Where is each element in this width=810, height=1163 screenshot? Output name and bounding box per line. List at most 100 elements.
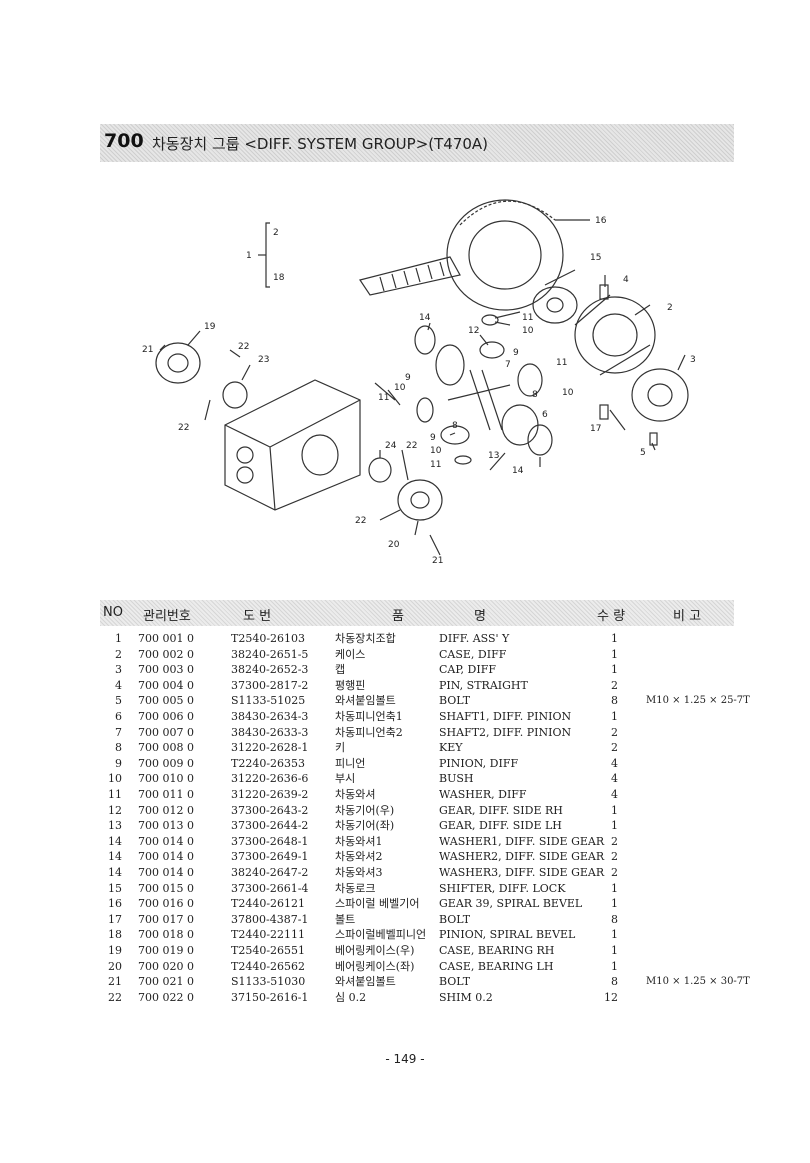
row-drawing: T2440-26121	[231, 897, 306, 911]
svg-text:9: 9	[405, 373, 411, 383]
row-name-en: SHAFT2, DIFF. PINION	[439, 725, 572, 739]
svg-text:2: 2	[667, 303, 673, 313]
row-name-en: SHIFTER, DIFF. LOCK	[439, 881, 566, 895]
row-name-en: BOLT	[439, 912, 471, 926]
svg-text:22: 22	[406, 441, 417, 451]
row-name-en: BOLT	[439, 694, 471, 708]
row-drawing: 31220-2639-2	[231, 788, 309, 801]
row-name-en: PINION, SPIRAL BEVEL	[439, 928, 576, 942]
header-drawing: 도 번	[243, 609, 272, 624]
row-mgmt: 700 005 0	[138, 694, 194, 708]
row-qty: 8	[611, 912, 618, 926]
row-no: 21	[108, 975, 122, 989]
row-name-en: PIN, STRAIGHT	[439, 678, 528, 692]
row-drawing: 31220-2628-1	[231, 741, 309, 755]
row-mgmt: 700 014 0	[138, 866, 194, 879]
row-name-kr: 캡	[335, 663, 346, 677]
row-drawing: 37300-2649-1	[231, 850, 309, 864]
row-qty: 1	[611, 819, 618, 833]
svg-text:15: 15	[590, 253, 601, 263]
svg-text:10: 10	[394, 383, 406, 393]
row-qty: 2	[611, 866, 618, 879]
row-mgmt: 700 013 0	[138, 819, 194, 833]
row-no: 11	[108, 788, 122, 801]
row-name-kr: 차동기어(우)	[335, 803, 395, 817]
row-qty: 1	[611, 928, 618, 942]
svg-text:23: 23	[258, 355, 269, 365]
svg-text:14: 14	[419, 313, 431, 323]
svg-text:21: 21	[432, 556, 443, 566]
row-mgmt: 700 007 0	[138, 725, 194, 739]
row-drawing: 37300-2661-4	[231, 881, 309, 895]
row-drawing: 37300-2643-2	[231, 803, 309, 817]
svg-text:22: 22	[178, 423, 189, 433]
svg-text:2: 2	[273, 228, 279, 238]
row-no: 1	[115, 632, 122, 645]
row-drawing: 38430-2633-3	[231, 725, 309, 739]
row-name-kr: 차동장치조합	[335, 632, 396, 645]
row-name-en: KEY	[439, 741, 463, 755]
row-name-en: CASE, BEARING RH	[439, 944, 555, 957]
row-name-en: SHIM 0.2	[439, 990, 493, 1004]
svg-text:20: 20	[388, 540, 400, 550]
row-qty: 2	[611, 850, 618, 864]
table-header-bar	[100, 600, 734, 626]
row-no: 14	[108, 850, 122, 864]
group-number: 700	[104, 130, 144, 152]
svg-text:11: 11	[378, 393, 389, 403]
row-name-kr: 볼트	[335, 912, 356, 926]
row-drawing: S1133-51025	[231, 694, 306, 708]
row-qty: 1	[611, 663, 618, 677]
row-name-kr: 와셔붙임볼트	[335, 694, 396, 708]
page-number: - 149 -	[385, 1052, 425, 1066]
row-mgmt: 700 006 0	[138, 710, 194, 723]
row-qty: 1	[611, 959, 618, 973]
row-no: 4	[115, 678, 122, 692]
row-drawing: 37150-2616-1	[231, 990, 309, 1004]
row-mgmt: 700 008 0	[138, 741, 194, 755]
row-name-en: CASE, DIFF	[439, 647, 507, 661]
row-qty: 8	[611, 975, 618, 989]
row-mgmt: 700 020 0	[138, 959, 194, 973]
row-name-kr: 차동피니언축2	[335, 725, 403, 739]
row-name-kr: 베어링케이스(좌)	[335, 959, 415, 973]
row-qty: 2	[611, 678, 618, 692]
row-qty: 1	[611, 710, 618, 723]
row-drawing: T2540-26551	[231, 944, 306, 957]
row-name-en: GEAR, DIFF. SIDE RH	[439, 803, 563, 817]
row-drawing: 38240-2647-2	[231, 866, 309, 879]
row-mgmt: 700 015 0	[138, 881, 194, 895]
row-qty: 2	[611, 725, 618, 739]
svg-text:11: 11	[430, 460, 441, 470]
row-qty: 1	[611, 803, 618, 817]
row-no: 2	[115, 647, 122, 661]
svg-text:13: 13	[488, 451, 499, 461]
row-mgmt: 700 010 0	[138, 772, 194, 786]
row-no: 14	[108, 834, 122, 848]
row-drawing: 37300-2817-2	[231, 678, 309, 692]
row-qty: 4	[611, 772, 618, 786]
row-qty: 4	[611, 756, 618, 770]
row-qty: 2	[611, 834, 618, 848]
row-drawing: S1133-51030	[231, 975, 306, 989]
svg-text:6: 6	[542, 410, 548, 420]
row-drawing: T2440-26562	[231, 959, 306, 973]
svg-text:11: 11	[522, 313, 533, 323]
